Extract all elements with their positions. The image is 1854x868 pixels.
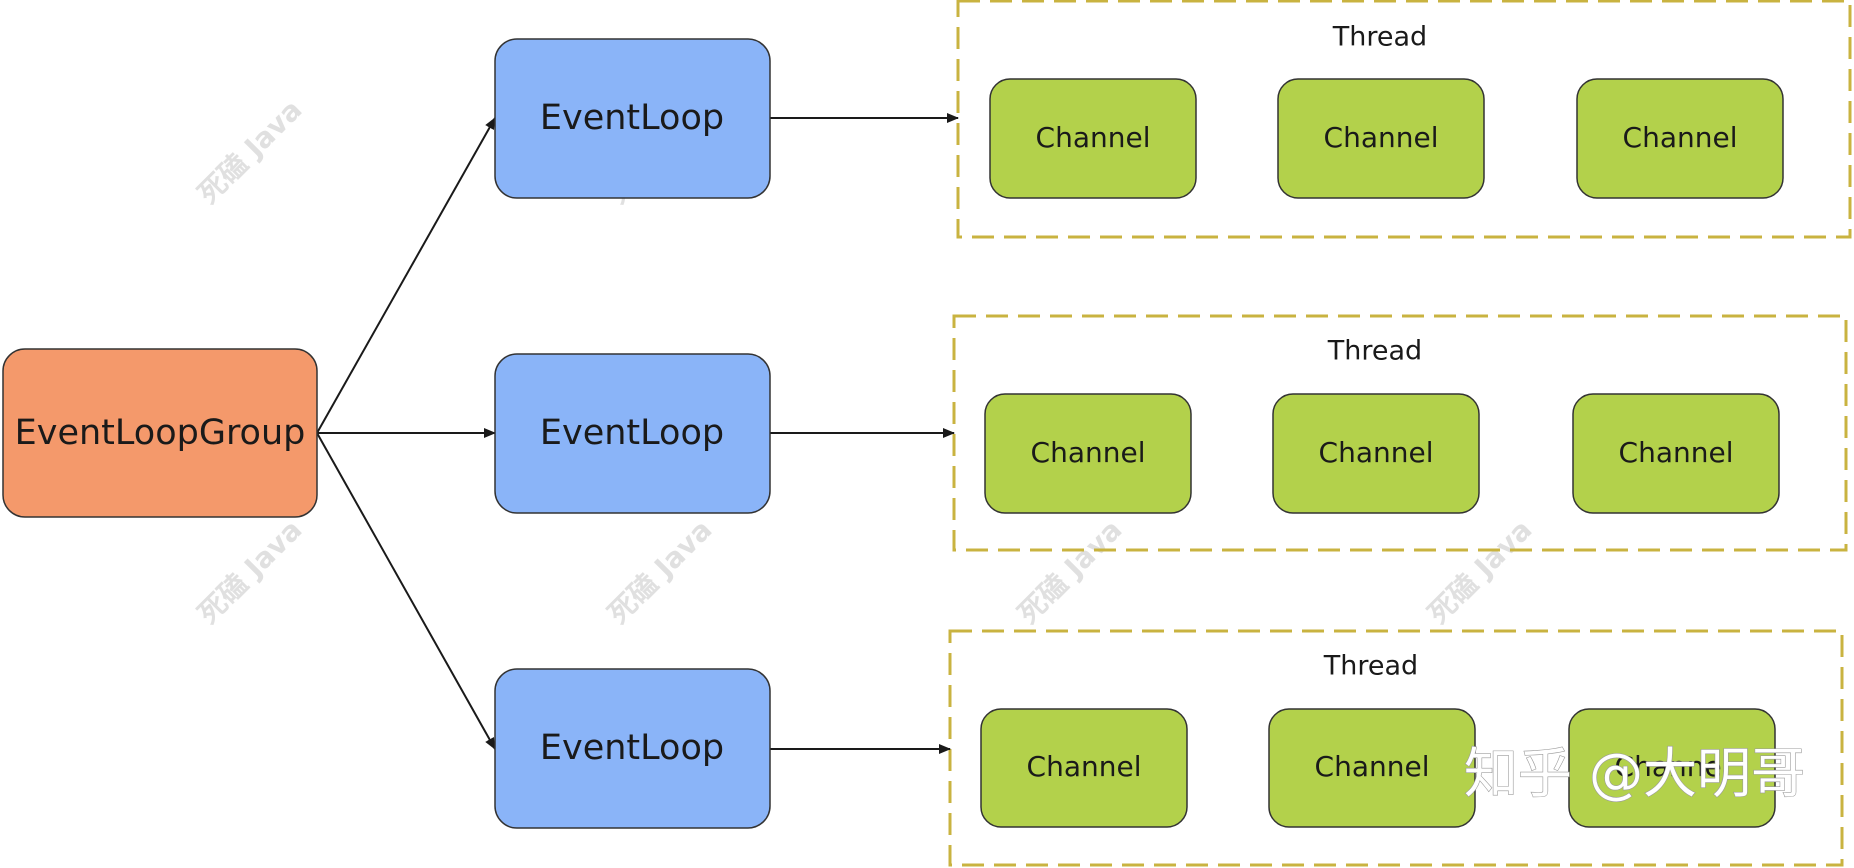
channel-box [984, 393, 1192, 514]
thread-label: Thread [1327, 336, 1422, 367]
thread-container [952, 314, 1848, 552]
channel-box [1268, 708, 1476, 828]
thread-label: Thread [1323, 651, 1418, 682]
event-loop-label: EventLoop [540, 413, 724, 453]
watermark-text: 死磕 Java [1012, 513, 1129, 630]
channel-box [1277, 78, 1485, 199]
channel-box [1572, 393, 1780, 514]
channel-label: Channel [1027, 750, 1142, 783]
thread-labels: Thread Thread Thread [1323, 22, 1427, 682]
event-loop-box [494, 353, 771, 514]
event-loop-group-box [2, 348, 318, 518]
event-loop-box [494, 38, 771, 199]
watermark-text: 死磕 Java [1422, 513, 1539, 630]
channel-label: Channel [1315, 750, 1430, 783]
thread-containers [948, 0, 1852, 867]
thread-container [948, 629, 1844, 867]
watermark-text: 死磕 Java [602, 513, 719, 630]
channel-label: Channel [1031, 436, 1146, 469]
channel-label: Channel [1619, 436, 1734, 469]
event-loop-nodes: EventLoop EventLoop EventLoop [494, 38, 771, 829]
channel-label: Channel [1324, 121, 1439, 154]
event-loop-group-label: EventLoopGroup [15, 413, 306, 453]
event-loop-label: EventLoop [540, 728, 724, 768]
channel-nodes: Channel Channel Channel Channel Channel … [980, 78, 1784, 828]
channel-box [1576, 78, 1784, 199]
channel-label: Channel [1319, 436, 1434, 469]
channel-label: Channel [1623, 121, 1738, 154]
arrow-group-to-loop-3 [316, 432, 496, 750]
event-loop-node: EventLoop [494, 668, 771, 829]
watermark-text: 死磕 Java [192, 513, 309, 630]
event-loop-label: EventLoop [540, 98, 724, 138]
credit-watermark: 知乎 @大明哥 [1464, 742, 1805, 805]
connectors [316, 113, 959, 754]
channel-box [1272, 393, 1480, 514]
channel-box [989, 78, 1197, 199]
channel-label: Channel [1615, 750, 1730, 783]
channel-box [1568, 708, 1776, 828]
watermark-text: 死磕 Java [192, 93, 309, 210]
event-loop-group-node: EventLoopGroup [2, 348, 318, 518]
event-loop-node: EventLoop [494, 38, 771, 199]
thread-label: Thread [1332, 22, 1427, 53]
arrow-group-to-loop-1 [316, 117, 496, 434]
channel-label: Channel [1036, 121, 1151, 154]
thread-container [956, 0, 1852, 239]
event-loop-box [494, 668, 771, 829]
event-loop-node: EventLoop [494, 353, 771, 514]
channel-box [980, 708, 1188, 828]
